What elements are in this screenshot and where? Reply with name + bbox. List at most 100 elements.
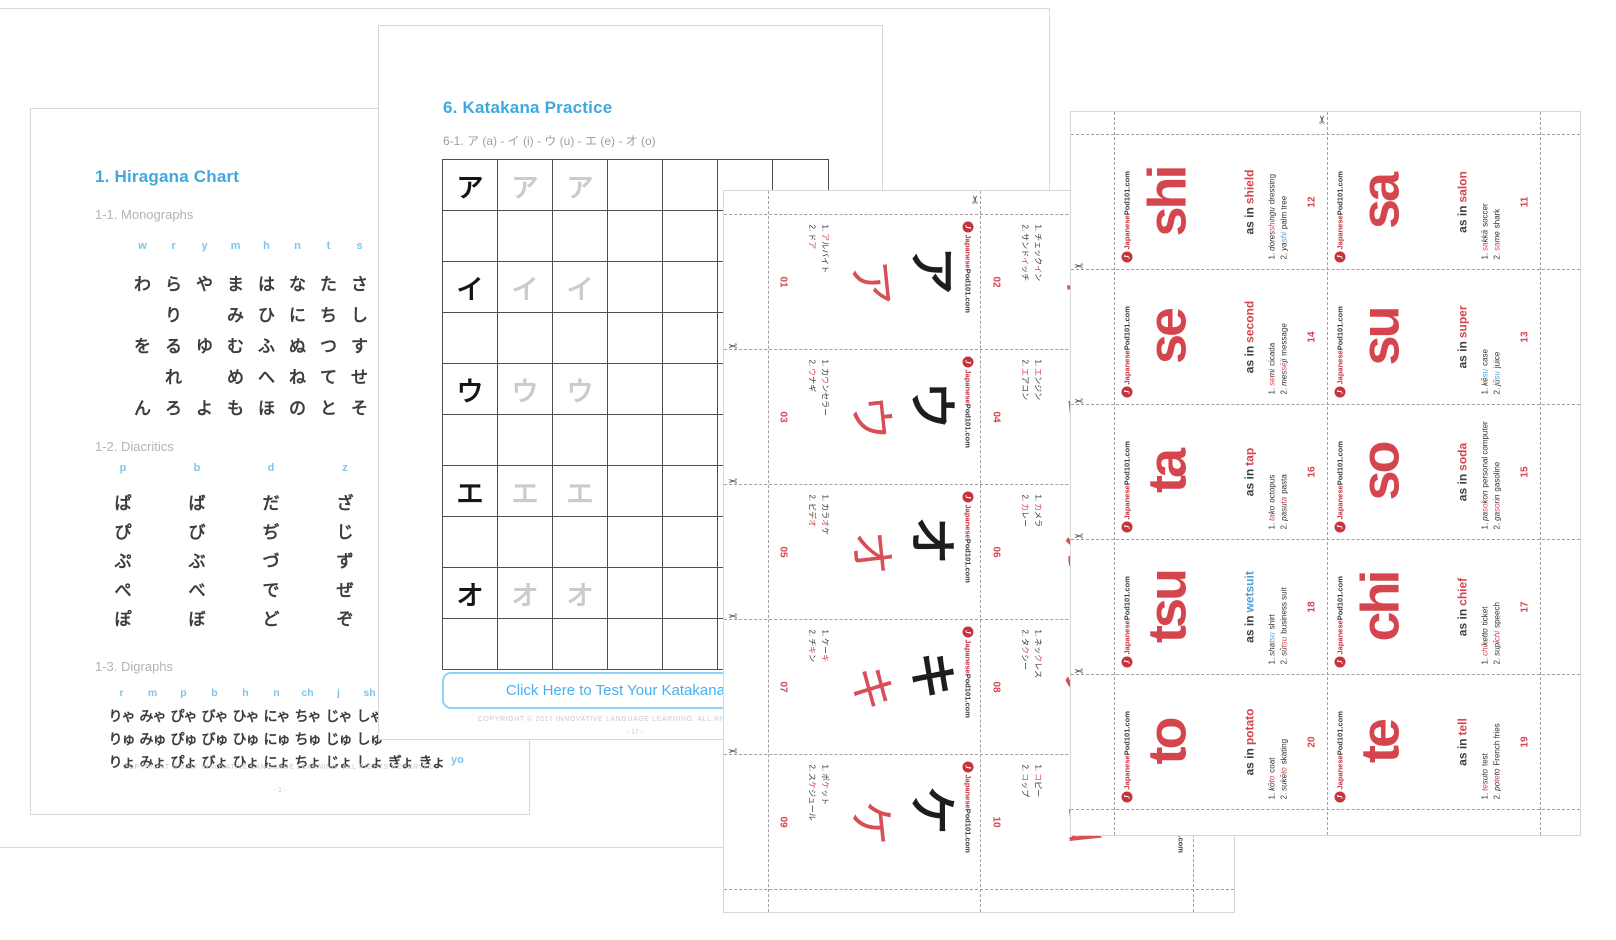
practice-cell[interactable]	[443, 211, 498, 261]
practice-cell[interactable]: ア	[443, 160, 498, 210]
highlighted-syllable: tsu	[1279, 636, 1288, 647]
flashcard-column-left: J JapanesePod101.com shi as inshield 1.d…	[1114, 134, 1327, 809]
practice-cell[interactable]	[498, 619, 553, 669]
katakana-stroke-guide: キ	[843, 662, 900, 714]
kana-cell: りゅ	[108, 730, 136, 747]
practice-cell[interactable]	[498, 415, 553, 465]
highlighted-syllable: sa	[1480, 241, 1489, 251]
logo-icon: J	[1334, 386, 1345, 397]
kana-cell: を	[134, 337, 151, 356]
card-number: 02	[990, 275, 1001, 288]
practice-cell[interactable]	[443, 415, 498, 465]
practice-cell[interactable]	[608, 517, 663, 567]
example-word: 2.sukētoskating	[1279, 738, 1288, 799]
practice-cell[interactable]: イ	[553, 262, 608, 312]
practice-cell[interactable]	[663, 619, 718, 669]
kana-cell: ちょ	[294, 753, 322, 770]
scissors-icon: ✂	[970, 194, 983, 205]
romaji-syllable: shi	[1137, 166, 1197, 237]
practice-cell[interactable]	[663, 517, 718, 567]
romaji-syllable: to	[1137, 719, 1197, 764]
practice-cell[interactable]: ウ	[443, 364, 498, 414]
kana-cell: じゅ	[325, 730, 353, 747]
kana-cell: に	[289, 306, 306, 325]
practice-cell[interactable]	[608, 568, 663, 618]
flashcard-back: J JapanesePod101.com te as intell 1.tesu…	[1327, 674, 1540, 809]
practice-cell[interactable]	[663, 160, 718, 210]
cut-line	[724, 619, 1234, 620]
hint-keyword: chief	[1455, 577, 1469, 606]
practice-cell[interactable]	[498, 517, 553, 567]
practice-cell[interactable]	[498, 313, 553, 363]
practice-cell[interactable]	[663, 415, 718, 465]
cut-line	[1071, 269, 1580, 270]
pronunciation-hint: as inwetsuit	[1242, 570, 1256, 643]
kana-cell: せ	[351, 368, 368, 387]
practice-cell[interactable]	[663, 364, 718, 414]
practice-cell[interactable]: イ	[443, 262, 498, 312]
practice-cell[interactable]	[663, 313, 718, 363]
katakana-character: オ	[904, 516, 958, 565]
practice-cell[interactable]	[663, 466, 718, 516]
practice-cell[interactable]: ウ	[498, 364, 553, 414]
practice-cell[interactable]	[608, 160, 663, 210]
highlighted-syllable: su	[1492, 370, 1501, 380]
practice-cell[interactable]	[663, 211, 718, 261]
romaji-syllable: tsu	[1137, 570, 1197, 643]
logo-icon: J	[962, 356, 974, 367]
card-number: 08	[990, 680, 1001, 693]
example-words: 1.tesutotest 2.potetoFrench fries	[1479, 678, 1503, 799]
romaji-syllable: ta	[1137, 450, 1197, 493]
practice-cell[interactable]: ア	[553, 160, 608, 210]
copyright-footer: COPYRIGHT © 2017 INNOVATIVE LANGUAGE LEA…	[477, 716, 793, 723]
practice-kana: オ	[456, 580, 484, 611]
practice-cell[interactable]	[608, 415, 663, 465]
romaji-syllable: chi	[1350, 571, 1410, 642]
practice-cell[interactable]: エ	[498, 466, 553, 516]
example-word: 2.jūsujuice	[1492, 351, 1501, 394]
kana-row: ぷぶづず	[86, 545, 382, 574]
practice-cell[interactable]	[553, 517, 608, 567]
practice-kana: ウ	[566, 376, 594, 407]
practice-cell[interactable]	[443, 517, 498, 567]
example-word: 1.shatsushirt	[1267, 613, 1276, 664]
pronunciation-hint: as intell	[1455, 717, 1469, 766]
card-number: 06	[990, 545, 1001, 558]
kana-cell: しょ	[356, 753, 384, 770]
column-header: m	[230, 240, 241, 252]
practice-cell[interactable]	[443, 313, 498, 363]
practice-cell[interactable]	[553, 415, 608, 465]
practice-cell[interactable]	[663, 262, 718, 312]
practice-cell[interactable]	[608, 364, 663, 414]
practice-cell[interactable]: オ	[443, 568, 498, 618]
practice-cell[interactable]: エ	[553, 466, 608, 516]
example-words: 1.ポケット 2.スケジュール	[805, 764, 831, 885]
practice-cell[interactable]: イ	[498, 262, 553, 312]
practice-cell[interactable]: ウ	[553, 364, 608, 414]
practice-cell[interactable]	[608, 466, 663, 516]
practice-cell[interactable]: オ	[498, 568, 553, 618]
kana-cell: す	[351, 337, 368, 356]
practice-cell[interactable]	[718, 160, 773, 210]
kana-cell: りゃ	[108, 707, 136, 724]
practice-cell[interactable]	[608, 262, 663, 312]
logo-icon: J	[962, 761, 974, 772]
example-word: 1.doresshingudressing	[1267, 173, 1276, 259]
practice-kana: ウ	[456, 376, 484, 407]
practice-cell[interactable]: ア	[498, 160, 553, 210]
practice-cell[interactable]: エ	[443, 466, 498, 516]
practice-cell[interactable]: オ	[553, 568, 608, 618]
flashcard-front: J JapanesePod101.com キ キ 1.ケーキ 2.チキン	[768, 619, 980, 754]
practice-cell[interactable]	[608, 211, 663, 261]
practice-cell[interactable]	[663, 568, 718, 618]
example-word: 1.sakkāsoccer	[1480, 202, 1489, 259]
practice-cell[interactable]	[608, 313, 663, 363]
practice-cell[interactable]	[553, 211, 608, 261]
column-header: m	[147, 687, 158, 699]
example-word: 1.コピー	[1033, 764, 1042, 797]
practice-cell[interactable]	[608, 619, 663, 669]
practice-cell[interactable]	[498, 211, 553, 261]
practice-cell[interactable]	[443, 619, 498, 669]
practice-cell[interactable]	[553, 619, 608, 669]
practice-cell[interactable]	[553, 313, 608, 363]
